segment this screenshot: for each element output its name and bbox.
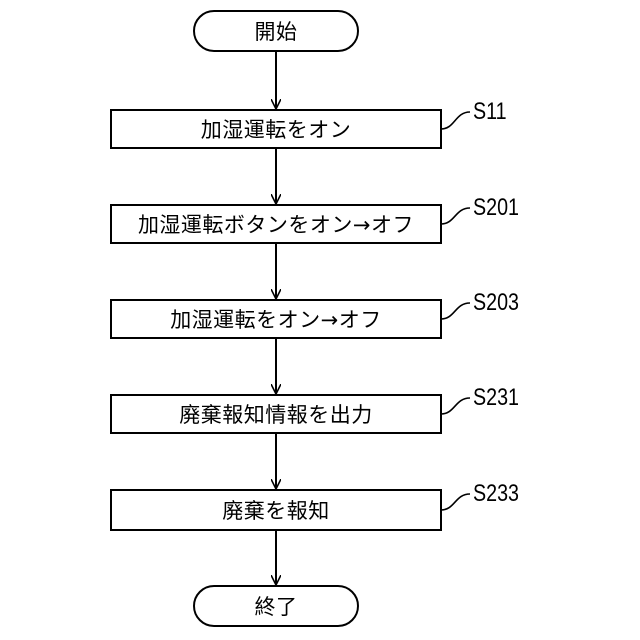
- step-label-s233: S233: [473, 482, 519, 506]
- leader-s11: [441, 112, 470, 129]
- end-terminal: 終了: [193, 585, 359, 627]
- start-terminal: 開始: [193, 10, 359, 52]
- step-box-s201: 加湿運転ボタンをオン→オフ: [110, 204, 442, 244]
- step-label-s11: S11: [473, 100, 507, 124]
- step-label-s203: S203: [473, 291, 519, 315]
- leader-s231: [441, 398, 470, 414]
- step-box-s231: 廃棄報知情報を出力: [110, 394, 442, 434]
- step-box-s233: 廃棄を報知: [110, 489, 442, 531]
- leader-s233: [441, 494, 470, 510]
- step-box-s11: 加湿運転をオン: [110, 109, 442, 149]
- step-label-s201: S201: [473, 196, 519, 220]
- step-label-s231: S231: [473, 386, 519, 410]
- step-box-s203: 加湿運転をオン→オフ: [110, 299, 442, 339]
- leader-s201: [441, 208, 470, 224]
- leader-s203: [441, 303, 470, 319]
